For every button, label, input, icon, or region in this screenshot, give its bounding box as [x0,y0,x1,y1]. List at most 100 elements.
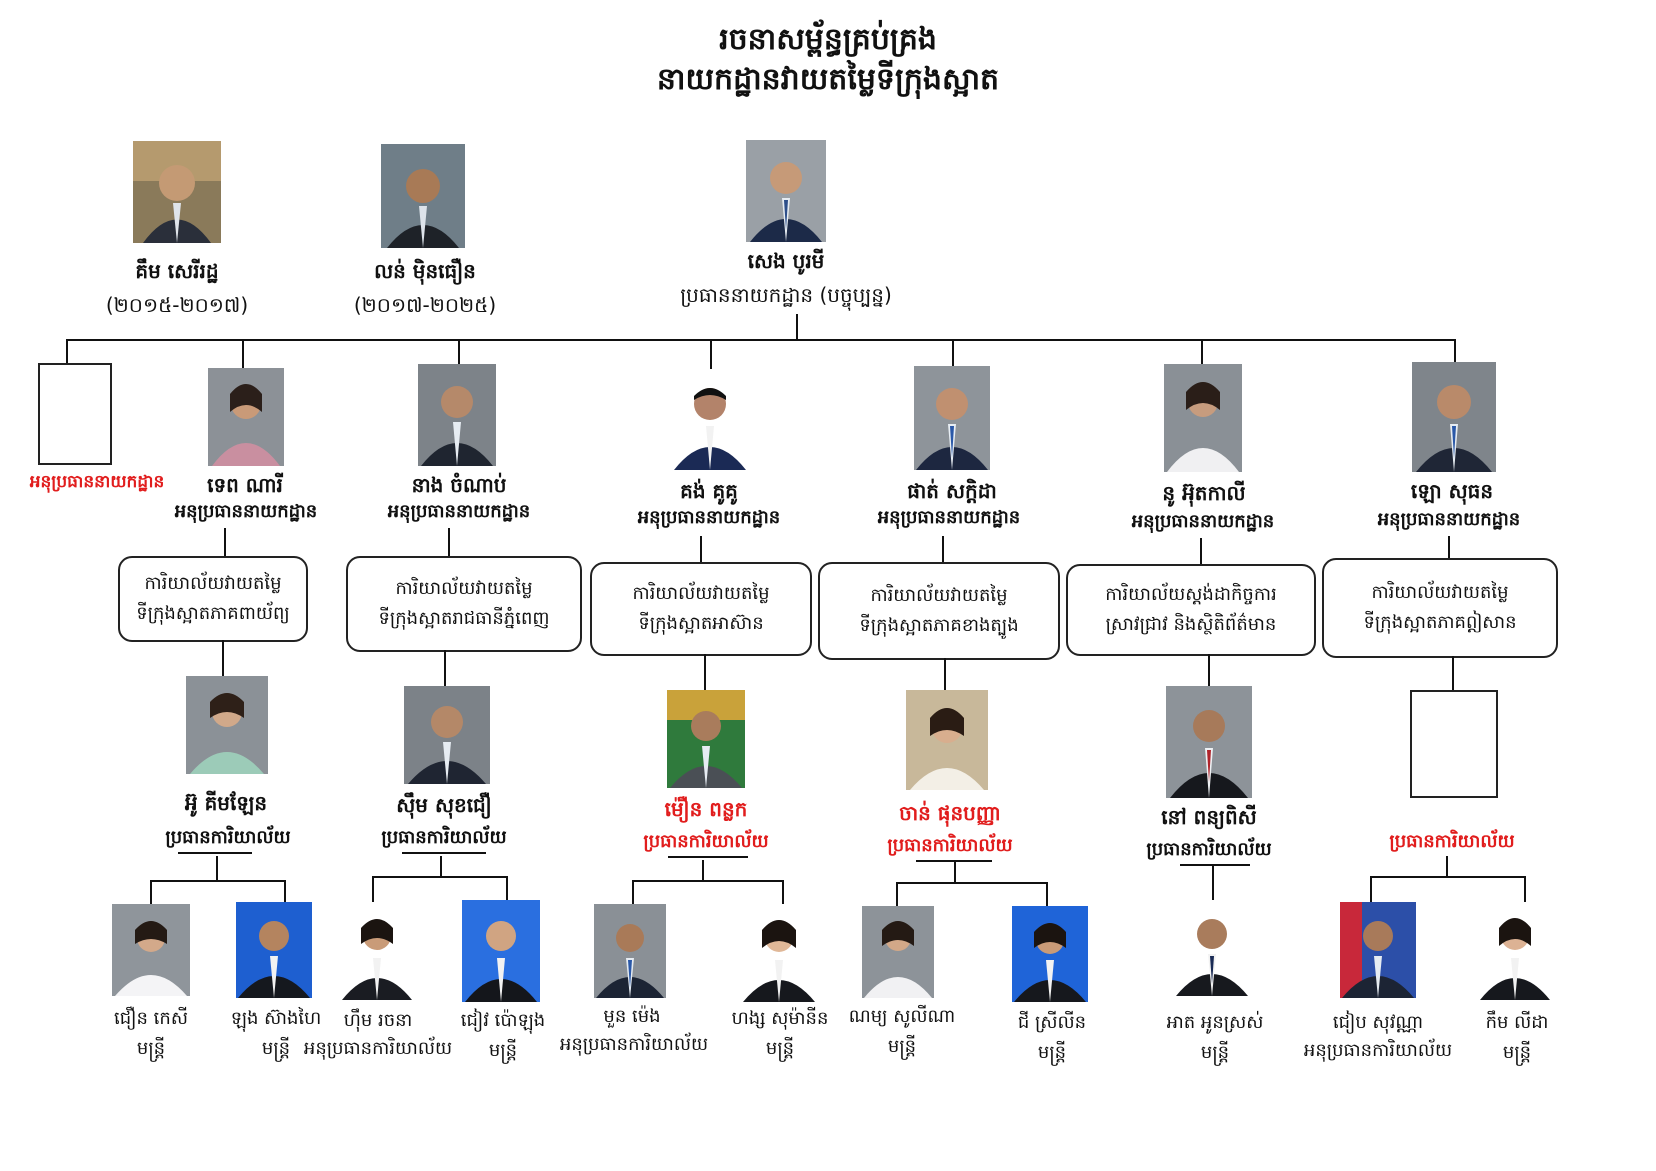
connector-staff-6b [1524,876,1526,902]
photo-staff-4 [462,900,540,1002]
photo-staff-5 [594,904,666,998]
photo-staff-10 [1340,902,1416,998]
staff-6-name: ហង្ស សុម៉ានីន [731,1008,829,1029]
staff-3-name: ហ៊ឹម រចនា [343,1010,413,1031]
staff-10-role: អនុប្រធានការិយាល័យ [1303,1040,1453,1061]
photo-deputy-7 [1412,362,1496,472]
connector-chief-1 [222,640,224,676]
photo-staff-6 [740,904,818,1002]
connector-office-5 [1200,538,1202,564]
office-4-line1: ការិយាល័យវាយតម្លៃ [870,585,1008,606]
office-box-2: ការិយាល័យវាយតម្លៃ ទីក្រុងស្អាតរាជធានីភ្ន… [346,556,582,652]
office-1-line2: ទីក្រុងស្អាតភាគពាយ័ព្យ [136,603,290,624]
photo-former-director-1 [133,141,221,243]
chief-2-role: ប្រធានការិយាល័យ [381,827,507,848]
connector-deputy-bus [66,339,1456,341]
former-director-1-name: គឹម សេរីរដ្ឋ [135,259,219,283]
connector-staff-stem-1 [216,856,218,882]
underline-chief-4 [916,860,992,862]
connector-deputy-5 [952,339,954,369]
connector-deputy-3 [458,339,460,365]
former-director-2-term: (២០១៧-២០២៥) [353,293,497,317]
deputy-4-role: អនុប្រធាននាយកដ្ឋាន [637,507,781,528]
connector-staff-stem-3 [702,860,704,882]
office-box-4: ការិយាល័យវាយតម្លៃ ទីក្រុងស្អាតភាគខាងត្បូ… [818,562,1060,660]
staff-8-name: ជី ស្រីលីន [1017,1012,1087,1033]
photo-staff-11 [1478,902,1552,1000]
connector-deputy-7 [1454,339,1456,365]
connector-deputy-4 [710,339,712,369]
office-5-line2: ស្រាវជ្រាវ និងស្ថិតិព័ត៌មាន [1105,614,1277,635]
chief-4-role: ប្រធានការិយាល័យ [887,835,1013,856]
photo-staff-9 [1174,900,1250,996]
staff-4-role: មន្ត្រី [488,1040,518,1061]
staff-2-name: ឡុង ស៊ាងហៃ [230,1008,322,1029]
staff-10-name: ជៀប សុវណ្ណា [1332,1012,1424,1033]
connector-chief-2 [444,650,446,686]
staff-2-role: មន្ត្រី [261,1038,291,1059]
photo-director [746,140,826,242]
connector-staff-3a [632,880,634,904]
photo-chief-1 [186,676,268,774]
former-director-1-term: (២០១៥-២០១៧) [105,293,249,317]
chief-1-name: អ៊ូ គីមឡែន [184,791,268,815]
office-6-line1: ការិយាល័យវាយតម្លៃ [1371,582,1509,603]
staff-7-role: មន្ត្រី [887,1036,917,1057]
office-box-1: ការិយាល័យវាយតម្លៃ ទីក្រុងស្អាតភាគពាយ័ព្យ [118,556,308,642]
connector-staff-stem-4 [954,862,956,884]
chief-3-name: ម៉ឿន ពន្លក [664,797,748,821]
connector-staff-1a [150,880,152,904]
underline-chief-2 [402,852,486,854]
office-box-3: ការិយាល័យវាយតម្លៃ ទីក្រុងស្អាតអាស៊ាន [590,562,812,656]
chief-1-role: ប្រធានការិយាល័យ [165,827,291,848]
underline-chief-3 [668,856,748,858]
staff-1-name: ជឿន កេសី [114,1008,188,1029]
connector-office-3 [700,536,702,562]
photo-staff-7 [862,906,934,998]
connector-staff-3b [782,880,784,904]
chief-3-role: ប្រធានការិយាល័យ [643,831,769,852]
chief-5-name: នៅ ពន្យពិសី [1161,805,1257,829]
photo-staff-3 [340,902,414,1000]
photo-chief-5 [1166,686,1252,798]
chart-title-line1: រចនាសម្ព័ន្ធគ្រប់គ្រង [719,22,937,57]
chart-title-line2: នាយកដ្ឋានវាយតម្លៃទីក្រុងស្អាត [656,62,1000,97]
staff-6-role: មន្ត្រី [765,1038,795,1059]
connector-deputy-1 [66,339,68,365]
photo-staff-8 [1012,906,1088,1002]
connector-staff-bar-1 [150,880,286,882]
connector-staff-stem-2 [440,856,442,876]
office-box-5: ការិយាល័យស្តង់ដាកិច្ចការ ស្រាវជ្រាវ និងស… [1066,564,1316,656]
connector-office-2 [448,528,450,558]
photo-chief-2 [404,686,490,784]
chief-2-name: ស៊ឹម សុខជឿ [396,793,492,817]
underline-chief-1 [178,852,252,854]
underline-chief-5 [1180,864,1250,866]
staff-11-name: កឹម លីដា [1485,1012,1549,1033]
deputy-vacant-role: អនុប្រធាននាយកដ្ឋាន [29,472,165,492]
director-role: ប្រធាននាយកដ្ឋាន (បច្ចុប្បន្ន) [680,283,892,307]
director-name: សេង បូរមី [747,249,825,273]
staff-4-name: ជៀវ ប៉ោឡុង [460,1010,546,1031]
connector-staff-bar-6 [1370,876,1526,878]
connector-deputy-6 [1201,339,1203,367]
staff-7-name: ណម្យ សូលីណា [848,1006,956,1027]
staff-5-role: អនុប្រធានការិយាល័យ [559,1034,709,1055]
staff-9-role: មន្ត្រី [1200,1042,1230,1063]
staff-5-name: មួន ម៉េង [603,1006,661,1027]
deputy-3-role: អនុប្រធាននាយកដ្ឋាន [387,501,531,522]
connector-staff-bar-2 [372,876,508,878]
connector-staff-2a [372,876,374,902]
office-6-line2: ទីក្រុងស្អាតភាគឦសាន [1363,612,1517,633]
deputy-2-name: ទេព ណារី [207,473,283,497]
office-4-line2: ទីក្រុងស្អាតភាគខាងត្បូង [859,615,1019,636]
chief-5-role: ប្រធានការិយាល័យ [1146,839,1272,860]
connector-chief-6 [1452,656,1454,690]
photo-placeholder-deputy-vacant [38,363,112,465]
deputy-7-role: អនុប្រធាននាយកដ្ឋាន [1377,509,1521,530]
deputy-4-name: គង់ គូគូ [680,479,738,503]
connector-staff-bar-3 [632,880,784,882]
photo-deputy-3 [418,364,496,466]
office-2-line2: ទីក្រុងស្អាតរាជធានីភ្នំពេញ [378,608,550,629]
photo-placeholder-chief-vacant [1410,690,1498,798]
